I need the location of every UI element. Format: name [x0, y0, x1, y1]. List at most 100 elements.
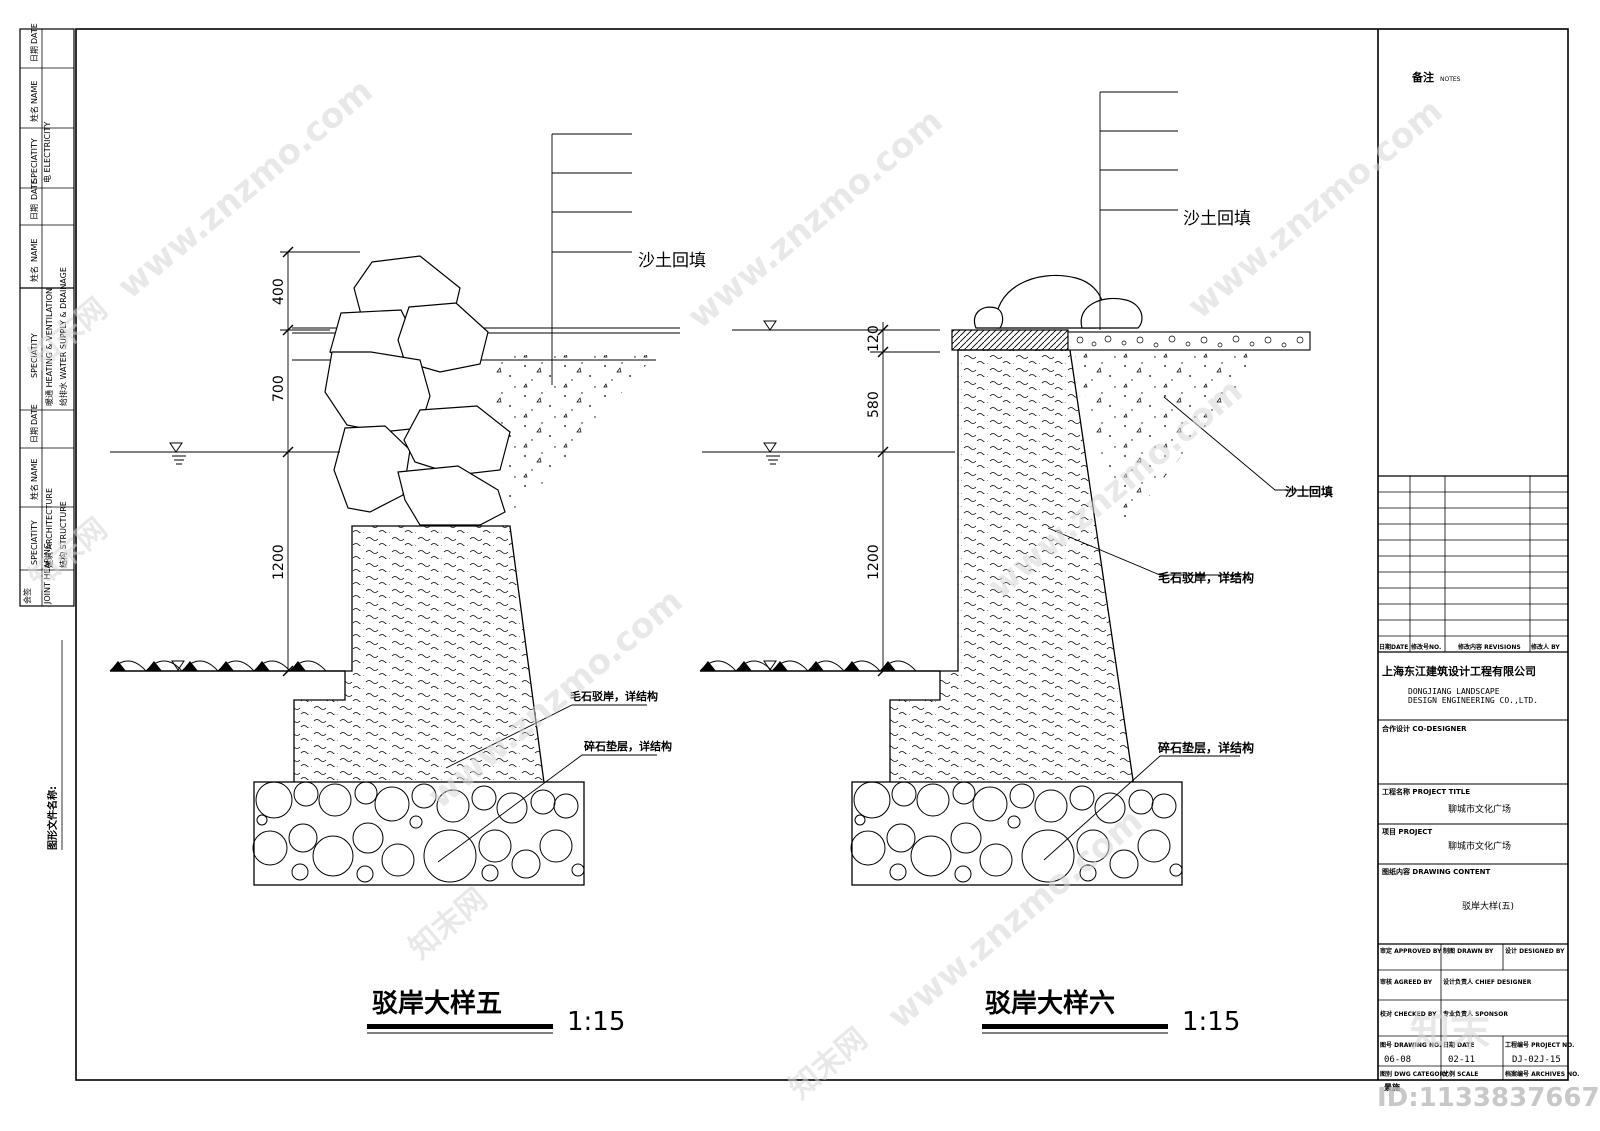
strip-date-1: 日期 [30, 46, 39, 62]
gravel-label-5: 碎石垫层，详结构 [584, 739, 672, 753]
dim-400: 400 [271, 278, 287, 305]
left-strip-rows-5-discipline2: 给排水 WATER SUPPLY & DRAINAGE [58, 267, 68, 406]
detail-5: 沙土回填 400 700 1200 毛石驳岸，详结构 碎石垫层，详结构 驳岸大样… [109, 133, 706, 1037]
left-strip-rows-4-en: NAME [30, 239, 39, 262]
left-strip-rows-8-discipline2: 结构 STRUCTURE [58, 501, 68, 568]
revision-table [1378, 475, 1568, 653]
gravel-label-6: 碎石垫层，详结构 [1158, 740, 1254, 755]
earth-hatch-fill-5 [110, 661, 306, 671]
left-strip-rows-2-discipline: 电 ELECTRICITY [42, 122, 52, 183]
signature-grid [1378, 944, 1568, 1080]
title-block-project-no-label: 工程编号 PROJECT NO. [1505, 1041, 1574, 1049]
left-strip-rows-9-en: JOINT HEARING [43, 543, 52, 605]
gravel-bed-5 [253, 781, 585, 886]
left-strip-rows-8-discipline: 建筑 ARCHITECTURE [44, 488, 54, 568]
title-block-scale-label: 比例 SCALE [1443, 1070, 1478, 1078]
left-strip-rows-6-zh: 日期 [30, 427, 39, 443]
left-strip-rows-6-en: DATE [30, 404, 39, 425]
coping-slab-6 [951, 329, 1069, 351]
dim-1200-a: 1200 [271, 544, 287, 580]
detail-6: 沙土回填 沙土回填 毛石驳岸，详结构 碎石垫层，详结构 120 580 1200… [699, 91, 1333, 1037]
backfill-soil-5 [492, 355, 655, 525]
title-block-archives-no: 档案编号 ARCHIVES NO. [1504, 1070, 1579, 1078]
project-title-value: 聊城市文化广场 [1448, 803, 1511, 815]
co-designer: 合作设计 CO-DESIGNER [1381, 724, 1467, 733]
drawing-no: 06-08 [1384, 1055, 1411, 1065]
left-strip-rows-0-en: DATE [30, 23, 39, 44]
joint-hearing-strip: 日期 DATE 姓名 NAME SPECIATITY 电 ELECTRICITY… [19, 23, 75, 850]
date-value: 02-11 [1448, 1055, 1475, 1065]
rubble-wall-6 [889, 349, 1141, 829]
detail-5-scale: 1:15 [567, 1007, 625, 1037]
title-block-drawing-content-label: 图纸内容 DRAWING CONTENT [1382, 867, 1490, 876]
title-block-drawn-by: 制图 DRAWN BY [1443, 947, 1494, 955]
drawing-content-value: 驳岸大样(五) [1462, 900, 1514, 912]
rev-date-header: 日期DATE [1379, 643, 1408, 651]
left-strip-rows-1-en: NAME [30, 81, 39, 104]
watermarks-brand: 知末网 [783, 1021, 874, 1106]
dim-120: 120 [866, 325, 882, 352]
water-level-symbol-6 [763, 442, 780, 465]
detail-6-scale: 1:15 [1182, 1007, 1240, 1037]
detail-5-title: 驳岸大样五 [372, 988, 502, 1019]
title-block-agreed-by: 审核 AGREED BY [1380, 978, 1433, 986]
watermarks-brand: 知末网 [403, 881, 494, 966]
title-block: 备注 NOTES 日期DATE 修改号NO. 修改内容 REVISIONS 修改… [1377, 29, 1579, 1092]
file-name-label: 图形文件名称: [46, 786, 59, 850]
gravel-stones-6 [850, 781, 1183, 883]
boulders-5 [324, 255, 511, 526]
gravel-stones-5 [252, 781, 585, 883]
backfill-label-6-top: 沙土回填 [1183, 209, 1251, 229]
left-strip-rows-9-zh: 会签 [22, 588, 32, 604]
title-block-designed-by: 设计 DESIGNED BY [1505, 947, 1565, 955]
title-block-company-en2: DESIGN ENGINEERING CO.,LTD. [1408, 696, 1538, 705]
title-block-dwg-category: 图别 DWG CATEGORY [1380, 1070, 1449, 1078]
watermarks-site: www.znzmo.com [110, 71, 380, 307]
left-strip-rows-3-zh: 日期 [30, 204, 39, 220]
id-label: ID:1133837667 [1377, 1083, 1600, 1113]
left-strip-rows-2-en: SPECIATITY [30, 138, 39, 183]
title-block-company-en1: DONGJIANG LANDSCAPE [1408, 687, 1500, 696]
dimension-chain-5 [280, 246, 360, 677]
rounded-boulders-6 [973, 274, 1143, 329]
left-strip-rows-5-en: SPECIATITY [30, 333, 39, 378]
gravel-bed-6 [851, 781, 1183, 886]
title-block-notes-en: NOTES [1440, 76, 1461, 83]
left-strip-rows-4-zh: 姓名 [29, 266, 39, 282]
company-name: 上海东江建筑设计工程有限公司 [1382, 664, 1536, 678]
paving-strip-6 [1067, 331, 1311, 351]
dimension-chain-6 [875, 322, 940, 677]
title-block-checked-by: 校对 CHECKED BY [1380, 1010, 1437, 1018]
left-strip-rows-7-en: NAME [30, 459, 39, 482]
left-strip-rows-3-en: DATE [30, 179, 39, 200]
title-block-revision-headers-content: 修改内容 REVISIONS [1457, 643, 1521, 651]
dim-1200-b: 1200 [866, 544, 882, 580]
left-strip-rows-1-zh: 姓名 [29, 106, 39, 122]
left-strip-rows-5-discipline: 暖通 HEATING & VENTILATION [44, 288, 54, 406]
notes-label: 备注 [1411, 70, 1434, 84]
title-block-date-label: 日期 DATE [1443, 1041, 1474, 1049]
title-block-chief-designer: 设计负责人 CHIEF DESIGNER [1443, 978, 1532, 986]
title-block-project-label: 项目 PROJECT [1382, 827, 1432, 836]
backfill-soil-6 [1074, 352, 1265, 530]
left-strip-rows-7-zh: 姓名 [29, 484, 39, 500]
sheet-border [75, 28, 1569, 1081]
title-block-approved-by: 审定 APPROVED BY [1380, 947, 1442, 955]
dim-700: 700 [271, 375, 287, 402]
title-block-project-title-label: 工程名称 PROJECT TITLE [1382, 787, 1470, 796]
left-strip-rows-8-en: SPECIATITY [30, 520, 39, 565]
corner-logo: 知末 [1410, 1009, 1490, 1055]
category-value: 景施 [1384, 1082, 1400, 1092]
title-block-drawing-no-label: 图号 DRAWING NO. [1380, 1041, 1441, 1049]
backfill-label-6-side: 沙土回填 [1285, 484, 1333, 499]
watermarks-site: www.znzmo.com [680, 101, 950, 337]
dim-580: 580 [866, 391, 882, 418]
rubble-label-6: 毛石驳岸，详结构 [1158, 570, 1254, 585]
title-block-sponsor: 专业负责人 SPONSOR [1443, 1010, 1508, 1018]
rubble-label-5: 毛石驳岸，详结构 [570, 689, 658, 703]
backfill-label-5: 沙土回填 [638, 251, 706, 271]
detail-6-title: 驳岸大样六 [985, 988, 1115, 1019]
project-value: 聊城市文化广场 [1448, 840, 1511, 852]
project-no: DJ-02J-15 [1512, 1055, 1561, 1065]
